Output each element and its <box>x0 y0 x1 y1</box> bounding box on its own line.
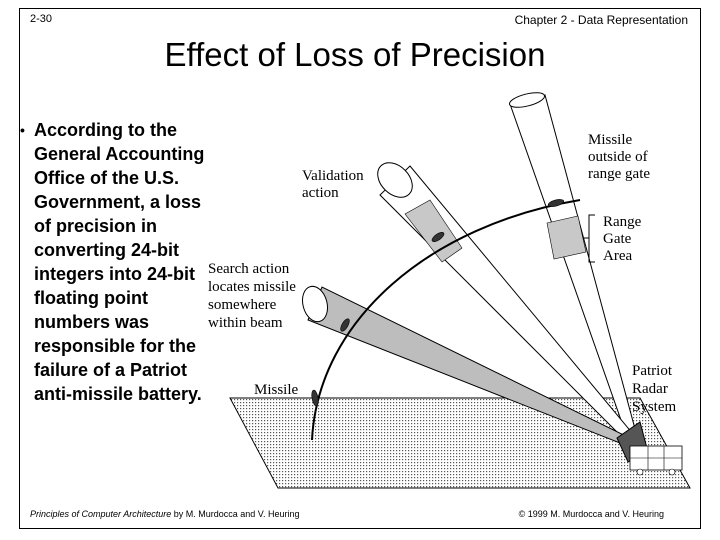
bullet-text: According to the General Accounting Offi… <box>34 120 205 404</box>
missile-glyphs <box>311 199 565 407</box>
label-validation-1: Validation <box>302 168 364 184</box>
beam-search <box>302 285 640 448</box>
label-missile-outside-2: outside of <box>588 149 648 165</box>
range-gate-bracket <box>583 214 595 263</box>
label-missile: Missile <box>254 382 299 398</box>
slide-frame <box>19 8 701 529</box>
label-search-4: within beam <box>208 315 283 331</box>
chapter-title: Chapter 2 - Data Representation <box>514 13 688 27</box>
missile-trajectory <box>311 199 581 441</box>
label-search-2: locates missile <box>208 279 296 295</box>
label-search-3: somewhere <box>208 297 277 313</box>
bullet-dot-icon: • <box>20 122 25 138</box>
label-missile-outside-3: range gate <box>588 166 650 182</box>
footer-authors: by M. Murdocca and V. Heuring <box>171 509 300 519</box>
label-search-1: Search action <box>208 261 290 277</box>
footer-book-title: Principles of Computer Architecture <box>30 509 172 519</box>
label-patriot-2: Radar <box>632 381 668 397</box>
label-range-gate-1: Range <box>603 214 642 230</box>
label-range-gate-3: Area <box>603 248 632 264</box>
label-missile-outside-1: Missile <box>588 132 633 148</box>
label-range-gate-2: Gate <box>603 231 632 247</box>
label-patriot-1: Patriot <box>632 363 673 379</box>
label-patriot-3: System <box>632 399 677 415</box>
footer-citation: Principles of Computer Architecture by M… <box>30 509 299 519</box>
page-number: 2-30 <box>30 13 53 25</box>
footer-copyright: © 1999 M. Murdocca and V. Heuring <box>518 509 664 519</box>
radar-system-icon <box>616 421 683 476</box>
patriot-radar-diagram: Missile outside of range gate Validation… <box>208 92 691 489</box>
slide-title: Effect of Loss of Precision <box>164 36 546 73</box>
bullet-point: • According to the General Accounting Of… <box>20 118 216 406</box>
label-validation-2: action <box>302 185 339 201</box>
